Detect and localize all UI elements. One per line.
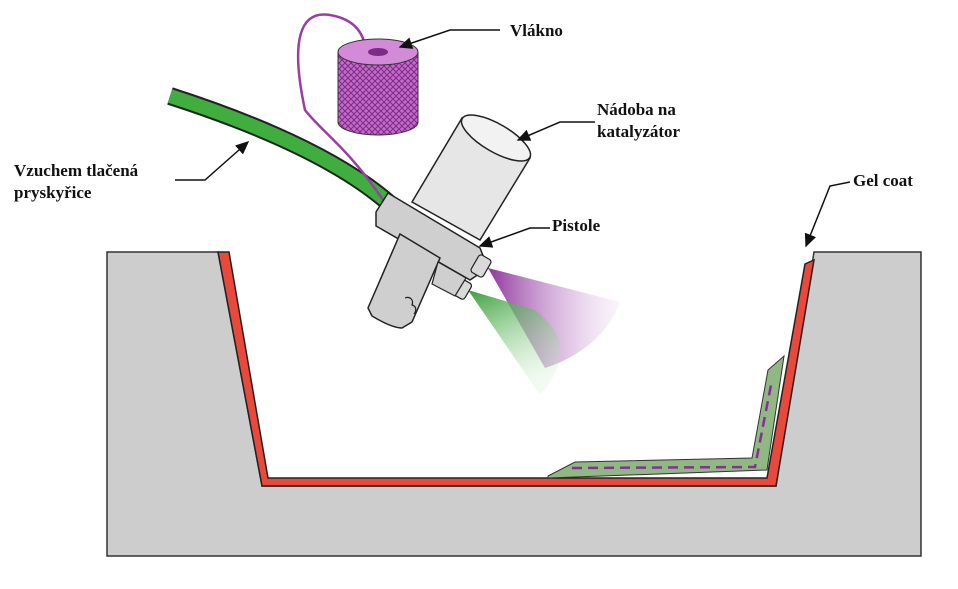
gel-coat-label: Gel coat — [853, 170, 913, 192]
spray-gun-label-text: Pistole — [552, 216, 601, 235]
catalyst-container-label: Nádoba na katalyzátor — [597, 99, 680, 143]
resin-label-line2: pryskyřice — [14, 183, 92, 202]
gel-coat-label-text: Gel coat — [853, 171, 913, 190]
resin-label-line1: Vzuchem tlačená — [14, 161, 139, 180]
fiber-strand — [296, 13, 385, 201]
pointer-container — [516, 121, 595, 141]
catalyst-resin-spray — [488, 268, 620, 368]
spray-gun — [367, 191, 492, 329]
fiber-label: Vlákno — [510, 20, 563, 42]
pointer-gun — [478, 227, 550, 248]
gel-coat-layer — [217, 251, 815, 487]
fiber-spray — [468, 290, 561, 395]
pointer-gel-coat — [804, 181, 851, 248]
spray-gun-label: Pistole — [552, 215, 600, 237]
fiber-label-text: Vlákno — [510, 21, 563, 40]
resin-label: Vzuchem tlačená pryskyřice — [14, 160, 138, 204]
pointer-resin — [175, 141, 250, 181]
fiber-spool — [337, 38, 419, 136]
pointer-fiber — [398, 29, 500, 49]
catalyst-container-label-line2: katalyzátor — [597, 122, 681, 141]
catalyst-container-label-line1: Nádoba na — [597, 100, 676, 119]
resin-hose-fill — [167, 89, 395, 210]
fiber-reinforcement — [571, 379, 774, 470]
laminate-layer — [547, 354, 785, 479]
